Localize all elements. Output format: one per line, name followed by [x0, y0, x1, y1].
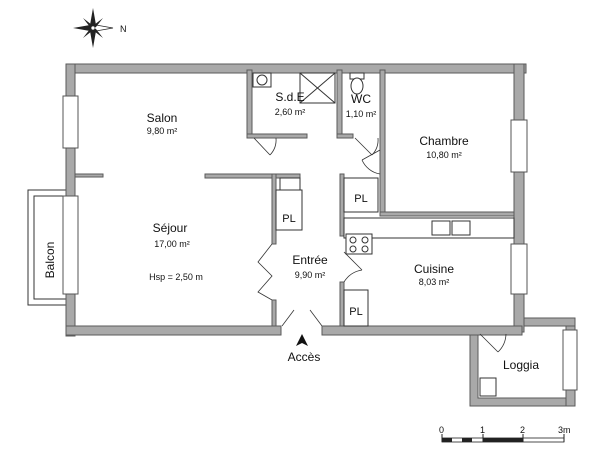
loggia-box [479, 377, 497, 397]
window-salon [62, 95, 79, 149]
wall-salon-sejour-left [74, 173, 104, 178]
window-cuisine [510, 243, 528, 295]
wc-name: WC [351, 92, 371, 106]
wc-area: 1,10 m² [346, 109, 377, 119]
closet-wc-below [343, 177, 379, 213]
sejour-area: 17,00 m² [154, 239, 190, 249]
washbasin-icon [252, 72, 272, 88]
scale-bar [441, 434, 565, 443]
sejour-height: Hsp = 2,50 m [149, 272, 203, 282]
cuisine-name: Cuisine [414, 262, 454, 276]
entree-area: 9,90 m² [295, 270, 326, 280]
salon-area: 9,80 m² [147, 126, 178, 136]
toilet-icon [349, 72, 365, 95]
cooktop-icon [345, 233, 373, 255]
wall-entree-right [339, 173, 345, 237]
door-entry [281, 309, 323, 327]
window-loggia [562, 329, 578, 391]
sejour-name: Séjour [153, 221, 188, 235]
wall-salon-sejour-right [204, 173, 301, 179]
scale-tick-label: 0 [439, 425, 444, 435]
loggia-name: Loggia [503, 358, 539, 372]
closet-cuisine [343, 289, 369, 327]
door-sde [253, 137, 277, 156]
scale-tick-label: 1 [480, 425, 485, 435]
entree-name: Entrée [292, 253, 328, 267]
sde-area: 2,60 m² [275, 107, 306, 117]
door-cuisine [343, 251, 363, 283]
balcon-name: Balcon [43, 242, 57, 279]
outer-wall-top [65, 63, 527, 74]
closet-label: PL [349, 306, 362, 318]
wall-chambre-bottom [379, 211, 515, 217]
access-arrow-icon [296, 334, 308, 346]
door-loggia [479, 333, 507, 353]
access-label: Accès [288, 350, 321, 364]
window-sejour [62, 195, 79, 295]
cuisine-area: 8,03 m² [419, 277, 450, 287]
window-chambre [510, 119, 528, 173]
loggia-wall-top [519, 317, 576, 327]
wall-sde-bottom [246, 133, 308, 139]
closet-label: PL [354, 193, 367, 205]
door-chambre [361, 149, 381, 175]
wall-wc-right [379, 69, 386, 216]
kitchen-counter [343, 217, 515, 239]
balcony-outline [27, 189, 68, 306]
compass-rose-icon [73, 8, 114, 48]
scale-tick-label: 2 [520, 425, 525, 435]
compass-north-label: N [120, 24, 127, 34]
shower-icon [299, 72, 336, 104]
outer-wall-bottom-left [65, 325, 282, 336]
closet-label: PL [282, 213, 295, 225]
salon-name: Salon [147, 111, 178, 125]
scale-tick-label: 3m [558, 425, 571, 435]
wall-wc-bottom [336, 133, 354, 139]
wall-sde-wc [336, 69, 343, 139]
outer-wall-bottom-right [321, 325, 523, 336]
sink-icon [431, 220, 471, 236]
chambre-area: 10,80 m² [426, 150, 462, 160]
wall-entree-right-lower [339, 281, 345, 327]
door-entree-sejour [257, 243, 273, 301]
wall-entree-left [271, 173, 277, 245]
wall-entree-left-lower [271, 299, 277, 327]
door-wc [354, 137, 379, 156]
sde-name: S.d.E [275, 90, 304, 104]
entree-small-box [279, 177, 301, 191]
wall-sde-left [246, 69, 253, 139]
chambre-name: Chambre [419, 134, 469, 148]
